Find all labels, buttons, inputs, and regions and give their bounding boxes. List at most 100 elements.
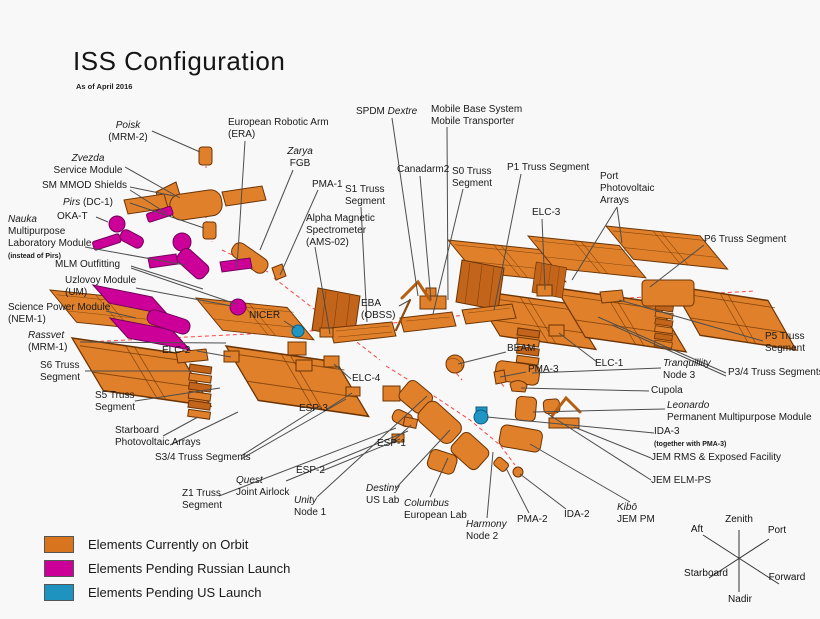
leader-line-columbus (429, 457, 449, 498)
mobile-base-system (419, 295, 447, 310)
leader-line-zvezda (124, 166, 181, 199)
label-line: Canadarm2 (397, 164, 450, 175)
label-line: ELC-1 (595, 358, 624, 369)
legend-row-pending-russian: Elements Pending Russian Launch (44, 560, 290, 577)
label-poisk: Poisk(MRM-2) (108, 120, 147, 144)
leader-line-nicer (283, 320, 296, 329)
label-line: Segment (345, 196, 386, 207)
leader-line-pma-1 (279, 189, 319, 276)
label-line: P1 Truss Segment (507, 162, 590, 173)
label-line: Poisk (115, 120, 141, 131)
leader-line-ida-3 (486, 416, 655, 434)
leader-line-leonardo (532, 408, 666, 413)
harmony-node2 (450, 431, 490, 471)
leader-line-esp-2 (321, 438, 401, 472)
label-line: Segment (95, 402, 136, 413)
z1-truss-box (382, 385, 401, 402)
label-line: Destiny (366, 483, 400, 494)
leader-line-quest (285, 430, 409, 482)
label-line: S1 Truss (345, 184, 385, 195)
label-line: Starboard (115, 425, 159, 436)
truss-segments (175, 279, 695, 372)
leader-line-oka-t (95, 216, 109, 223)
elc-1-box (548, 324, 565, 337)
leader-line-cupola (520, 387, 650, 392)
label-line: IDA-2 (564, 509, 590, 520)
label-line: S3/4 Truss Segments (155, 452, 251, 463)
leader-line-p34-truss (611, 324, 727, 377)
ams-02-box (319, 327, 334, 338)
label-line: Segment (40, 372, 81, 383)
oka-t-panel-left (92, 233, 122, 251)
label-pma-1: PMA-1 (312, 179, 343, 191)
label-line: Mobile Transporter (431, 116, 515, 127)
leader-line-unity (316, 395, 428, 498)
poisk-module (198, 146, 213, 166)
beam-module (445, 354, 465, 374)
label-esp-1: ESP-1 (377, 438, 406, 450)
leader-line-z1-truss (218, 427, 397, 497)
label-line: PMA-1 (312, 179, 343, 190)
label-line: Port (600, 171, 619, 182)
cupola-dome (509, 380, 528, 393)
nauka-body (176, 247, 210, 280)
compass-zenith-label: Zenith (725, 514, 753, 525)
elc-4-box (323, 355, 340, 368)
leader-line-tranquillity (531, 367, 662, 374)
label-line: European Lab (404, 510, 467, 521)
label-line: Science Power Module (8, 302, 111, 313)
label-line: Columbus (404, 498, 450, 509)
label-line: Tranquillity (663, 358, 711, 369)
label-line: ELC-2 (162, 345, 191, 356)
leader-line-elc-4 (333, 363, 352, 380)
leader-line-starboard-pv-arrays (162, 416, 199, 437)
esp-3-platform (345, 386, 361, 397)
label-line: Uzlovoy Module (65, 275, 137, 286)
nauka-wing-right (219, 257, 253, 273)
leader-line-p34-truss (597, 316, 727, 374)
label-line: Cupola (651, 385, 683, 396)
leader-line-era (236, 140, 246, 269)
label-era: European Robotic Arm(ERA) (228, 117, 329, 141)
leader-line-mlm-outfitting (130, 265, 204, 290)
page-title: ISS Configuration (73, 46, 286, 76)
label-line: Node 3 (663, 370, 696, 381)
label-jem-elm-ps: JEM ELM-PS (651, 475, 711, 487)
label-line: P3/4 Truss Segments (728, 367, 820, 378)
label-line: OKA-T (57, 211, 88, 222)
leader-line-destiny (395, 429, 451, 489)
label-uzlovoy: Uzlovoy Module(UM) (65, 275, 136, 299)
oka-t-sphere (108, 215, 126, 233)
label-line: BEAM (507, 343, 536, 354)
label-line: PMA-2 (517, 514, 548, 525)
label-s34-truss: S3/4 Truss Segments (155, 452, 251, 464)
label-line: Zvezda (71, 153, 105, 164)
label-line: Photovoltaic Arrays (115, 437, 201, 448)
label-ida-2: IDA-2 (564, 509, 590, 521)
compass-port-label: Port (767, 525, 787, 536)
compass-rose (702, 530, 780, 592)
leader-line-ida-2 (519, 473, 567, 510)
p5-truss-block (599, 289, 625, 304)
leader-line-kibo (529, 443, 631, 503)
label-mlm-outfitting: MLM Outfitting (55, 259, 120, 271)
canadarm2-arm (400, 279, 432, 302)
label-line: P5 Truss (765, 331, 805, 342)
usos-module-cluster (345, 354, 582, 478)
label-rassvet: Rassvet(MRM-1) (28, 330, 67, 354)
leader-line-nauka (84, 246, 186, 266)
legend-row-pending-us: Elements Pending US Launch (44, 584, 290, 601)
label-line: JEM ELM-PS (651, 475, 712, 486)
leader-line-spm-nem1 (105, 310, 137, 319)
